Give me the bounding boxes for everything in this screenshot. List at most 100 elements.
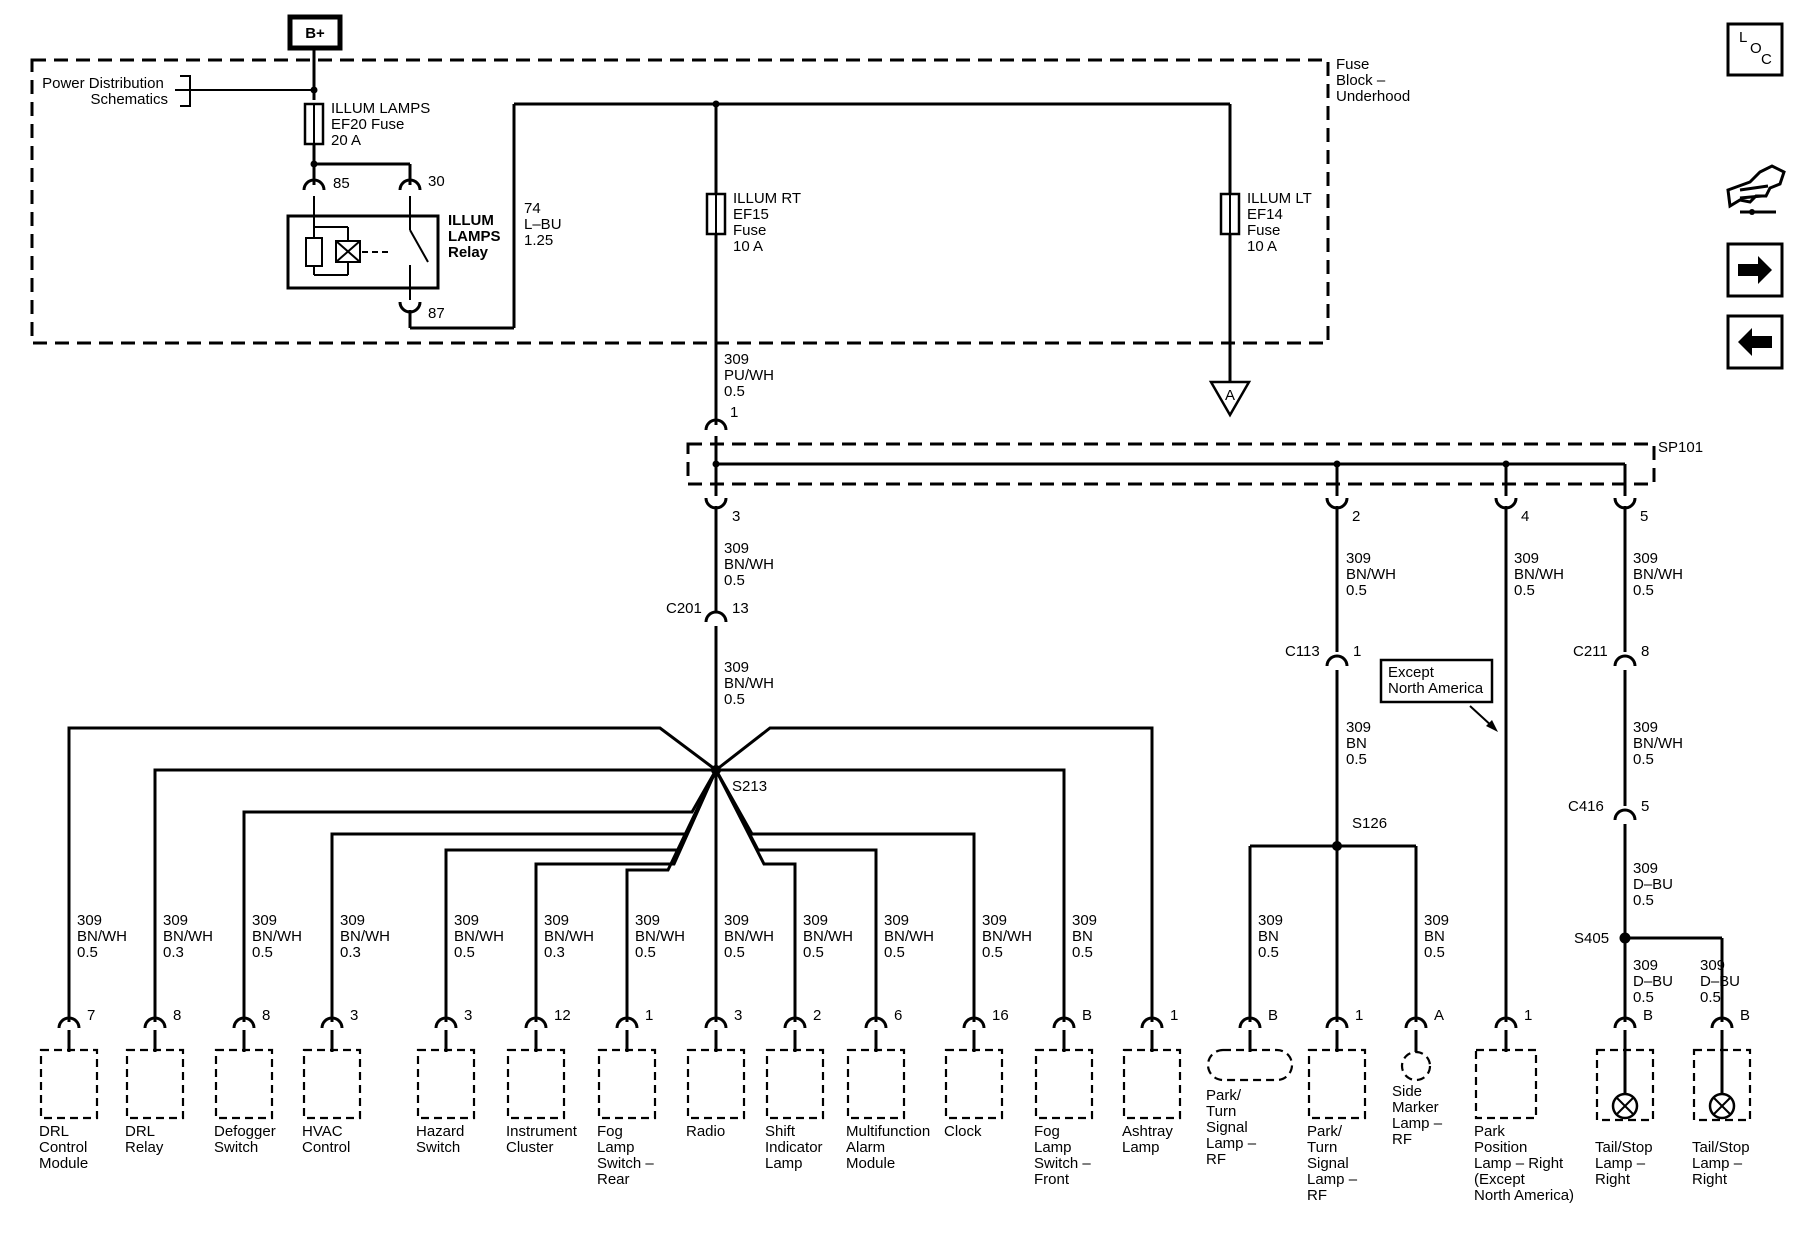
sp-pin-in: 1 xyxy=(730,404,738,421)
branch-pin-2: 8 xyxy=(262,1007,270,1024)
c113-upper-wire-label: 309 BN/WH 0.5 xyxy=(1346,550,1400,599)
s213-label: S213 xyxy=(732,778,767,795)
component-box-12 xyxy=(1122,1048,1182,1120)
ef14-label: ILLUM LT EF14 Fuse 10 A xyxy=(1247,190,1316,255)
park-turn-lamp-box xyxy=(1307,1048,1367,1120)
park-position-lamp-box xyxy=(1474,1048,1538,1120)
except-note-label: Except North America xyxy=(1388,664,1484,697)
component-box-10 xyxy=(944,1048,1004,1120)
c211-lower-wire-label: 309 BN/WH 0.5 xyxy=(1633,719,1687,768)
c416-lower-wire-label: 309 D–BU 0.5 xyxy=(1633,860,1677,909)
branch-pin-8: 2 xyxy=(813,1007,821,1024)
branch-pin-11: B xyxy=(1082,1007,1092,1024)
c211-pin: 8 xyxy=(1641,643,1649,660)
relay-pin-30: 30 xyxy=(428,173,445,190)
component-box-11 xyxy=(1034,1048,1094,1120)
connector-swap-icon[interactable] xyxy=(1726,164,1786,215)
power-distribution-label: Power Distribution Schematics xyxy=(42,75,168,108)
branch-pin-12: 1 xyxy=(1170,1007,1178,1024)
sp-pin-5: 5 xyxy=(1640,508,1648,525)
trunk-wire-label-1: 309 BN/WH 0.5 xyxy=(724,540,778,589)
park-position-wire-label: 309 BN/WH 0.5 xyxy=(1514,550,1568,599)
park-turn-lamp-dashed xyxy=(1206,1048,1294,1082)
sp101-border xyxy=(686,442,1656,486)
trunk-wire-label-2: 309 BN/WH 0.5 xyxy=(724,659,778,708)
c113-label: C113 xyxy=(1285,643,1320,660)
c416-label: C416 xyxy=(1568,798,1604,815)
relay-pin-87: 87 xyxy=(428,305,445,322)
sp-pin-4: 4 xyxy=(1521,508,1529,525)
s126-pin-1: 1 xyxy=(1355,1007,1363,1024)
tail-pin-0: B xyxy=(1643,1007,1653,1024)
c113-pin: 1 xyxy=(1353,643,1361,660)
sp101-label: SP101 xyxy=(1658,439,1703,456)
arrow-right-icon xyxy=(1738,256,1772,284)
loc-icon[interactable] xyxy=(1726,22,1784,77)
c416-pin: 5 xyxy=(1641,798,1649,815)
arrow-left-icon xyxy=(1738,328,1772,356)
component-label-10: Clock xyxy=(944,1123,982,1140)
component-label-7: Radio xyxy=(686,1123,725,1140)
component-box-1 xyxy=(125,1048,185,1120)
sp-pin-3: 3 xyxy=(732,508,740,525)
branch-pin-0: 7 xyxy=(87,1007,95,1024)
s126-pin-2: A xyxy=(1434,1007,1444,1024)
component-box-3 xyxy=(302,1048,362,1120)
loc-icon-c: C xyxy=(1761,51,1772,68)
ef20-label: ILLUM LAMPS EF20 Fuse 20 A xyxy=(331,100,434,149)
wire-pu-label: 309 PU/WH 0.5 xyxy=(724,351,778,400)
side-marker-lamp xyxy=(1400,1050,1432,1082)
branch-pin-3: 3 xyxy=(350,1007,358,1024)
offpage-a-label: A xyxy=(1225,387,1235,404)
ef15-label: ILLUM RT EF15 Fuse 10 A xyxy=(733,190,805,255)
except-note-box xyxy=(1379,658,1494,704)
c201-pin: 13 xyxy=(732,600,749,617)
s126-label: S126 xyxy=(1352,815,1387,832)
relay-pin-85: 85 xyxy=(333,175,350,192)
branch-pin-7: 3 xyxy=(734,1007,742,1024)
c211-upper-wire-label: 309 BN/WH 0.5 xyxy=(1633,550,1687,599)
fuse-block-label: Fuse Block – Underhood xyxy=(1336,56,1410,105)
s405-label: S405 xyxy=(1574,930,1609,947)
s126-pin-0: B xyxy=(1268,1007,1278,1024)
branch-pin-5: 12 xyxy=(554,1007,571,1024)
component-box-8 xyxy=(765,1048,825,1120)
c113-lower-wire-label: 309 BN 0.5 xyxy=(1346,719,1375,768)
